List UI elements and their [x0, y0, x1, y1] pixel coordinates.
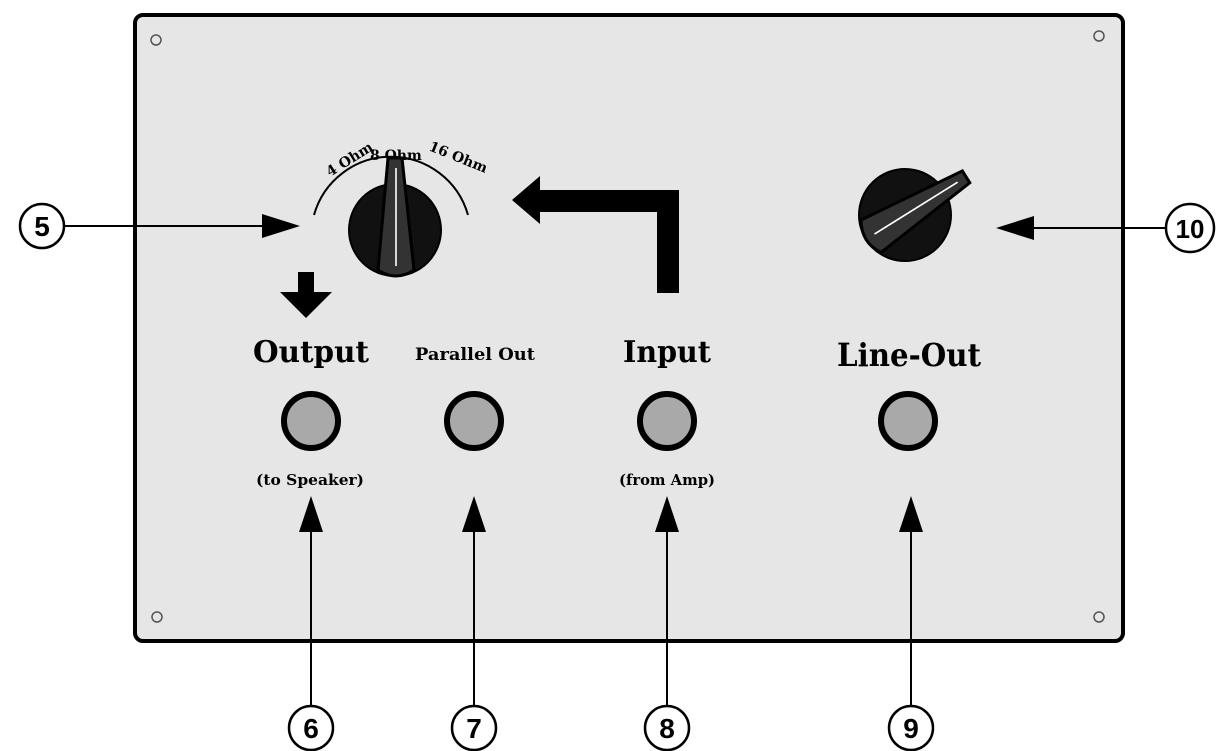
output-sublabel: (to Speaker) [256, 471, 364, 489]
svg-text:9: 9 [903, 713, 919, 744]
svg-text:10: 10 [1176, 214, 1205, 244]
parallel-out-label: Parallel Out [415, 345, 535, 365]
line-out-jack[interactable] [878, 391, 938, 451]
screw-hole-bottom-left [151, 611, 163, 623]
front-panel [133, 13, 1125, 643]
input-sublabel: (from Amp) [619, 471, 715, 489]
svg-text:5: 5 [34, 211, 50, 242]
input-jack[interactable] [637, 391, 697, 451]
callout-5: 5 [18, 202, 300, 250]
svg-text:6: 6 [303, 713, 319, 744]
input-label: Input [623, 335, 711, 370]
screw-hole-bottom-right [1093, 611, 1105, 623]
callout-9: 9 [887, 496, 935, 751]
callout-8: 8 [643, 496, 691, 751]
svg-text:8: 8 [659, 713, 675, 744]
signal-flow-arrow [512, 176, 679, 293]
screw-hole-top-right [1093, 30, 1105, 42]
output-jack[interactable] [281, 391, 341, 451]
output-down-arrow [280, 272, 332, 318]
impedance-selector-knob[interactable] [348, 156, 442, 278]
impedance-label-8: 8 Ohm [370, 148, 422, 164]
parallel-out-jack[interactable] [444, 391, 504, 451]
svg-text:7: 7 [466, 713, 482, 744]
screw-hole-top-left [150, 34, 162, 46]
line-out-level-knob[interactable] [856, 161, 976, 262]
output-label: Output [253, 335, 369, 370]
callout-10: 10 [996, 202, 1216, 254]
callout-7: 7 [450, 496, 498, 751]
callout-6: 6 [287, 496, 335, 751]
line-out-label: Line-Out [837, 336, 981, 374]
